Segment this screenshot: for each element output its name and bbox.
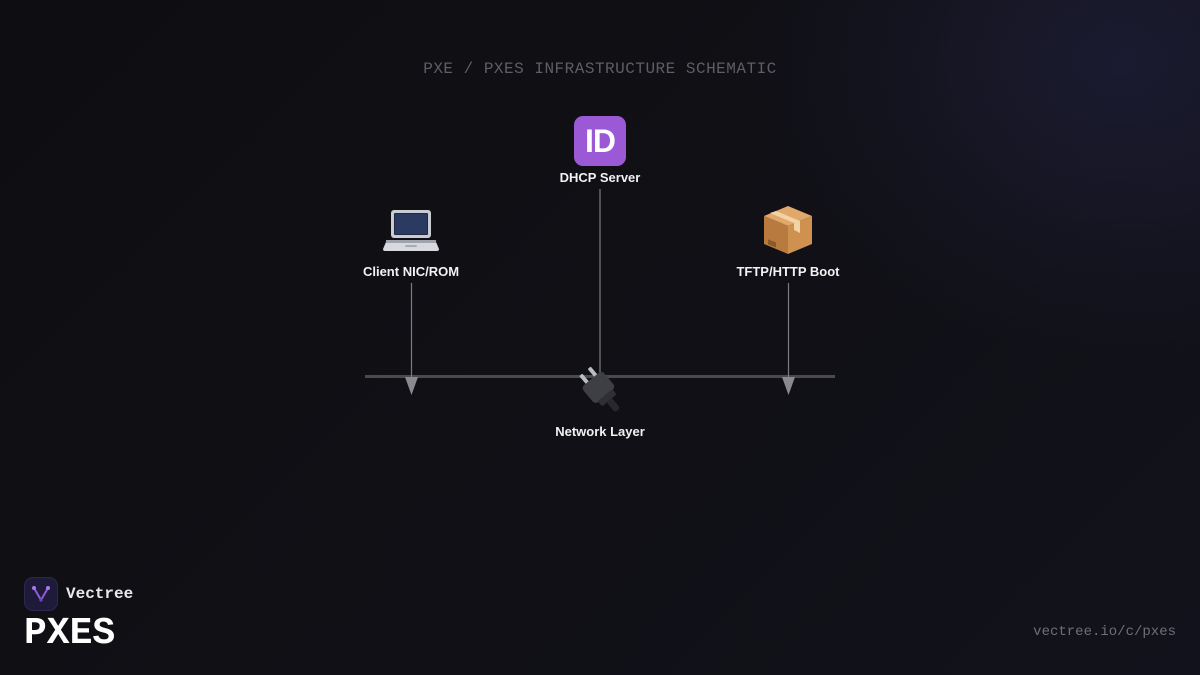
- tftp-arrowhead: [782, 377, 795, 395]
- id-button-icon: ID: [510, 108, 690, 166]
- dhcp-server-label: DHCP Server: [559, 170, 641, 185]
- brand-block: Vectree: [24, 577, 133, 611]
- client-nic-label: Client NIC/ROM: [362, 264, 460, 279]
- source-url: vectree.io/c/pxes: [1033, 624, 1176, 640]
- client-nic-node: Client NIC/ROM: [321, 202, 501, 279]
- tftp-http-label: TFTP/HTTP Boot: [736, 264, 840, 279]
- package-icon: [698, 202, 878, 258]
- client-arrowhead: [405, 377, 418, 395]
- dhcp-server-node: ID DHCP Server: [510, 108, 690, 185]
- vectree-mark-icon: [32, 586, 50, 602]
- vectree-logo: [24, 577, 58, 611]
- electric-plug-icon: [510, 362, 690, 418]
- network-layer-label: Network Layer: [555, 424, 645, 439]
- brand-name: Vectree: [66, 585, 134, 603]
- diagram-title: PXE / PXES INFRASTRUCTURE SCHEMATIC: [423, 60, 777, 78]
- product-name: PXES: [24, 612, 116, 655]
- network-layer-node: Network Layer: [510, 362, 690, 439]
- tftp-http-node: TFTP/HTTP Boot: [698, 202, 878, 279]
- laptop-icon: [321, 202, 501, 258]
